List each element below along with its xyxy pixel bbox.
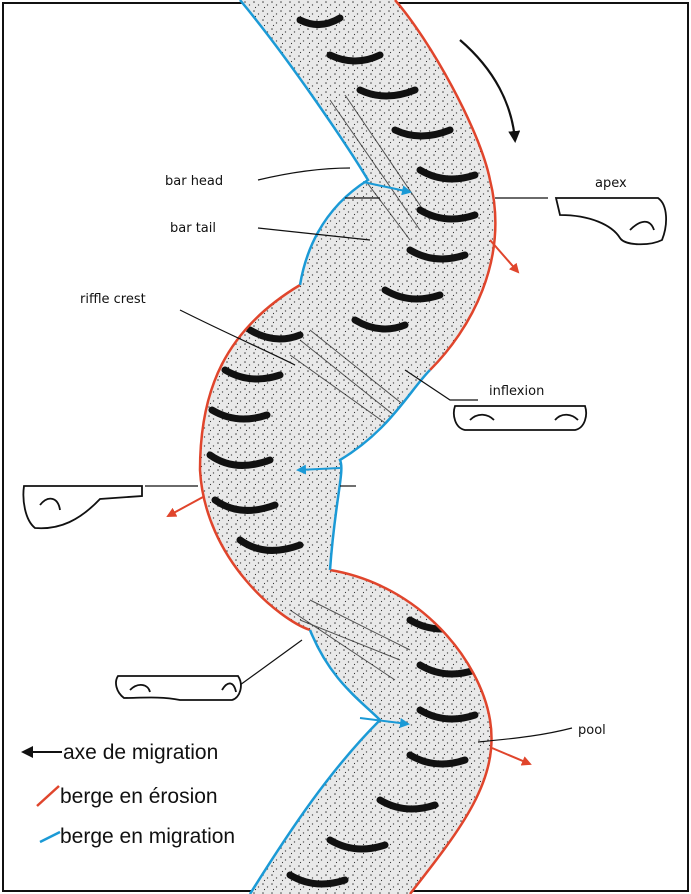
- erosion-arrow-1: [490, 240, 518, 272]
- label-pool: pool: [578, 723, 606, 738]
- label-apex: apex: [595, 176, 627, 191]
- label-bar-head: bar head: [165, 174, 223, 189]
- cross-section-inflexion: [454, 406, 586, 430]
- label-inflexion: inflexion: [489, 384, 544, 399]
- legend-eroding-bank: berge en érosion: [60, 785, 218, 808]
- label-riffle-crest: riffle crest: [80, 292, 146, 307]
- erosion-arrow-2: [168, 497, 203, 516]
- erosion-arrow-3: [492, 748, 530, 764]
- legend-migration-axis: axe de migration: [63, 741, 218, 764]
- legend: axe de migration berge en érosion berge …: [24, 741, 235, 848]
- label-bar-tail: bar tail: [170, 221, 216, 236]
- cross-section-lower: [116, 676, 241, 700]
- cross-section-left: [23, 486, 142, 528]
- legend-migration-swatch: [40, 832, 60, 842]
- legend-migrating-bank: berge en migration: [60, 825, 235, 848]
- legend-erosion-swatch: [37, 786, 59, 806]
- cross-section-apex: [556, 198, 666, 244]
